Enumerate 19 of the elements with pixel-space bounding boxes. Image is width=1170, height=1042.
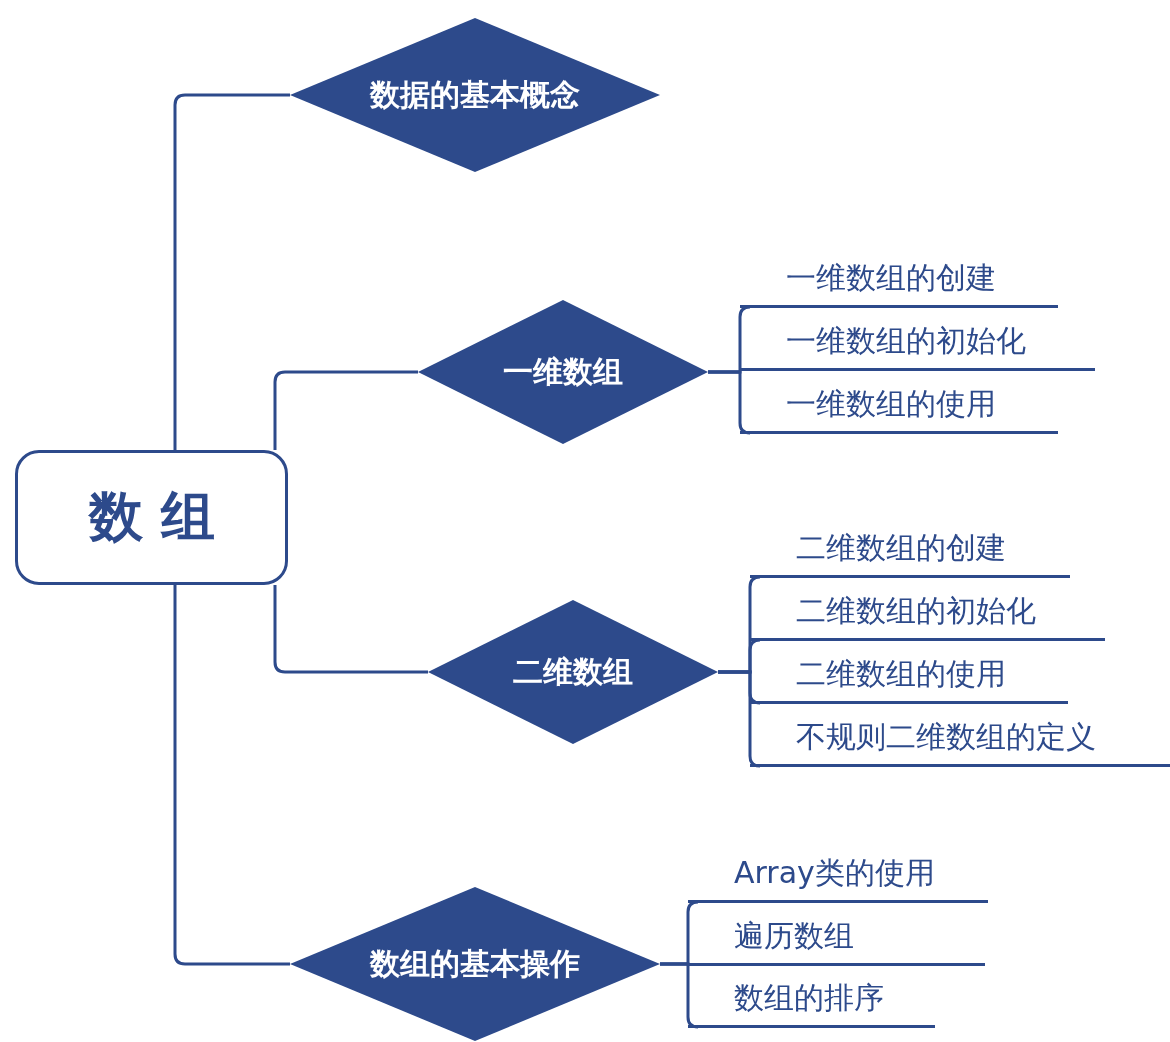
branch-label: 一维数组的使用 <box>740 377 1058 434</box>
topic-label: 二维数组 <box>513 652 633 691</box>
branch-label: 二维数组的创建 <box>750 521 1070 578</box>
topic-label: 一维数组 <box>503 352 623 391</box>
connector-line <box>173 585 290 966</box>
root-box: 数组 <box>15 450 288 585</box>
connector-line <box>273 370 418 450</box>
branch-label: 二维数组的初始化 <box>750 584 1105 641</box>
connector-line <box>173 93 290 450</box>
branch-label: 不规则二维数组的定义 <box>750 710 1170 767</box>
branch-label: Array类的使用 <box>688 846 988 903</box>
topic-label: 数组的基本操作 <box>370 944 580 983</box>
branch-label: 一维数组的初始化 <box>740 314 1095 371</box>
branch-label: 数组的排序 <box>688 971 935 1028</box>
branch-label: 一维数组的创建 <box>740 251 1058 308</box>
topic-label: 数据的基本概念 <box>370 75 580 114</box>
connector-line <box>273 585 428 674</box>
branch-label: 二维数组的使用 <box>750 647 1068 704</box>
branch-label: 遍历数组 <box>688 909 985 966</box>
